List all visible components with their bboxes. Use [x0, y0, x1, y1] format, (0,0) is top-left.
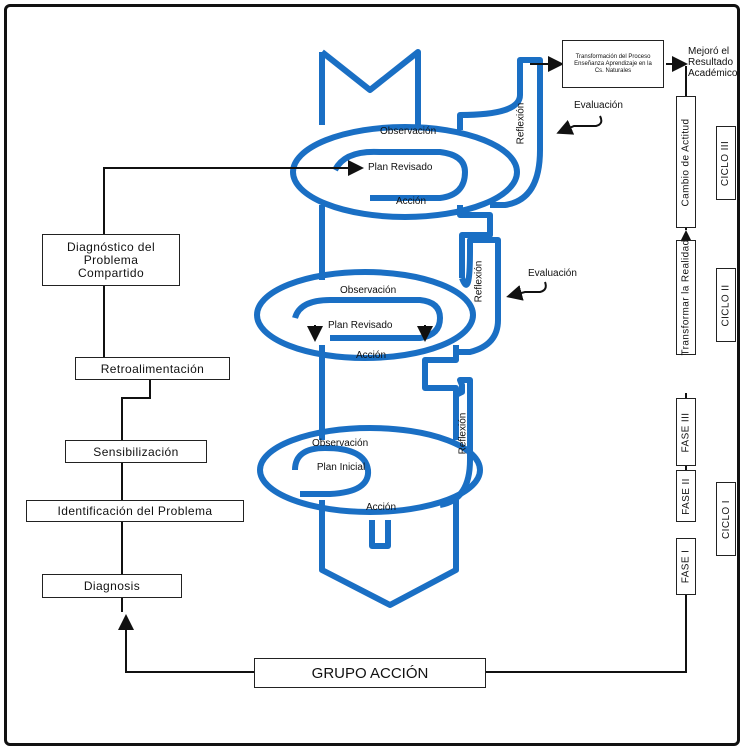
arrow-to-diagnosis: [118, 614, 254, 673]
transformacion-box: Transformación del Proceso Enseñanza Apr…: [562, 40, 664, 88]
sensibilizacion-label: Sensibilización: [93, 444, 179, 459]
mid-observacion: Observación: [340, 285, 397, 296]
top-plan: Plan Revisado: [368, 162, 433, 173]
evaluacion-2-arrow: [506, 281, 547, 301]
ciclo1-label: CICLO I: [720, 499, 732, 539]
diagram-frame: [4, 4, 740, 746]
fase2-box: FASE II: [676, 470, 696, 522]
identificacion-box: Identificación del Problema: [26, 500, 244, 522]
spiral-bottom-loop: [257, 425, 483, 515]
evaluacion-1: Evaluación: [574, 100, 623, 111]
ciclo1-box: CICLO I: [716, 482, 736, 556]
mid-plan: Plan Revisado: [328, 320, 393, 331]
fase3-box: FASE III: [676, 398, 696, 466]
top-accion: Acción: [396, 196, 427, 207]
fase3-label: FASE III: [680, 412, 692, 452]
spiral-mid-loop: [254, 269, 476, 361]
diagnostico-box: Diagnóstico del Problema Compartido: [42, 234, 180, 286]
transformacion-label: Transformación del Proceso Enseñanza Apr…: [574, 53, 652, 74]
mid-accion: Acción: [356, 350, 387, 361]
mid-reflexion: Reflexión: [473, 260, 485, 303]
bot-accion: Acción: [366, 502, 397, 513]
bot-reflexion: Reflexión: [457, 412, 469, 455]
ciclo2-box: CICLO II: [716, 268, 736, 342]
top-reflexion: Reflexión: [515, 102, 527, 145]
ciclo3-box: CICLO III: [716, 126, 736, 200]
diagnosis-box: Diagnosis: [42, 574, 182, 598]
identificacion-label: Identificación del Problema: [57, 504, 213, 518]
cambio-actitud-box: Cambio de Actitud: [676, 96, 696, 228]
diagnosis-label: Diagnosis: [83, 579, 141, 593]
grupo-accion-box: GRUPO ACCIÓN: [254, 658, 486, 688]
top-observacion: Observación: [380, 126, 437, 137]
grupo-accion-label: GRUPO ACCIÓN: [311, 664, 429, 682]
ciclo2-label: CICLO II: [720, 283, 732, 327]
evaluacion-2: Evaluación: [528, 268, 577, 279]
fase1-box: FASE I: [676, 538, 696, 595]
cambio-actitud-label: Cambio de Actitud: [680, 118, 692, 206]
fase2-label: FASE II: [680, 477, 692, 515]
retroalimentacion-box: Retroalimentación: [75, 357, 230, 380]
diagnostico-label: Diagnóstico del Problema Compartido: [66, 239, 156, 280]
spiral-top-loop: [290, 124, 520, 220]
ciclo3-label: CICLO III: [720, 140, 732, 186]
sensibilizacion-box: Sensibilización: [65, 440, 207, 463]
fase1-label: FASE I: [680, 549, 692, 584]
arrow-to-plan-revisado: [103, 160, 364, 236]
transformar-realidad-box: Transformar la Realidad: [676, 239, 696, 356]
spiral-bottom-point: [319, 548, 459, 608]
mejoro-label: Mejoró el Resultado Académico: [688, 46, 738, 79]
retroalimentacion-label: Retroalimentación: [100, 361, 205, 376]
spiral-graphic: [254, 49, 543, 608]
evaluacion-1-arrow: [556, 115, 603, 135]
transformar-realidad-label: Transformar la Realidad: [680, 239, 692, 356]
bot-observacion: Observación: [312, 438, 369, 449]
connector-lines: [103, 56, 694, 673]
bot-plan: Plan Inicial: [316, 462, 366, 473]
spiral-top-notch: [320, 49, 421, 130]
